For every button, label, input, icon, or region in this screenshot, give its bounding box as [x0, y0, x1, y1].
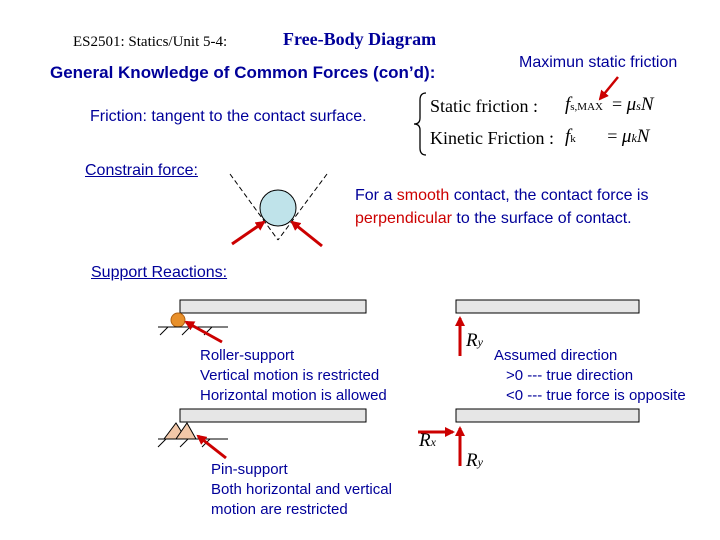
static-friction-label: Static friction : — [430, 96, 538, 116]
kinetic-friction-label: Kinetic Friction : — [430, 128, 554, 148]
friction-description: Friction: tangent to the contact surface… — [90, 108, 367, 125]
ry-label-pin: Ry — [466, 450, 483, 471]
roller-reaction-arrow — [184, 320, 223, 344]
friction-brace — [413, 92, 427, 156]
smooth-ball — [259, 189, 297, 227]
roller-support-text: Roller-support Vertical motion is restri… — [200, 347, 387, 404]
support-reactions-heading: Support Reactions: — [91, 264, 228, 281]
pin-support-text: Pin-support Both horizontal and vertical… — [211, 461, 392, 518]
slide-subtitle: General Knowledge of Common Forces (con’… — [50, 63, 436, 82]
smooth-contact-text: For a smooth contact, the contact force … — [355, 187, 649, 227]
kinetic-friction-equation: fk = μkN — [565, 126, 650, 147]
slide-title: Free-Body Diagram — [283, 29, 437, 49]
course-label: ES2501: Statics/Unit 5-4: — [73, 34, 228, 50]
max-static-friction-label: Maximun static friction — [519, 54, 678, 71]
rx-label-pin: Rx — [419, 430, 436, 451]
max-friction-arrow — [598, 76, 619, 101]
static-friction-equation: fs,MAX = μsN — [565, 94, 654, 115]
pin-fbd-beam — [455, 408, 640, 423]
contact-arrow-left — [231, 220, 266, 246]
groove-left-line — [229, 173, 279, 241]
groove-right-line — [277, 173, 328, 241]
assumed-direction-text: Assumed direction >0 --- true direction … — [494, 347, 686, 404]
pin-beam — [179, 408, 367, 423]
contact-arrow-right — [290, 220, 323, 248]
pin-reaction-arrow — [196, 434, 227, 460]
constrain-force-heading: Constrain force: — [85, 162, 198, 179]
roller-beam — [179, 299, 367, 314]
roller-wheel — [170, 312, 186, 328]
roller-fbd-beam — [455, 299, 640, 314]
ry-label-roller: Ry — [466, 330, 483, 351]
